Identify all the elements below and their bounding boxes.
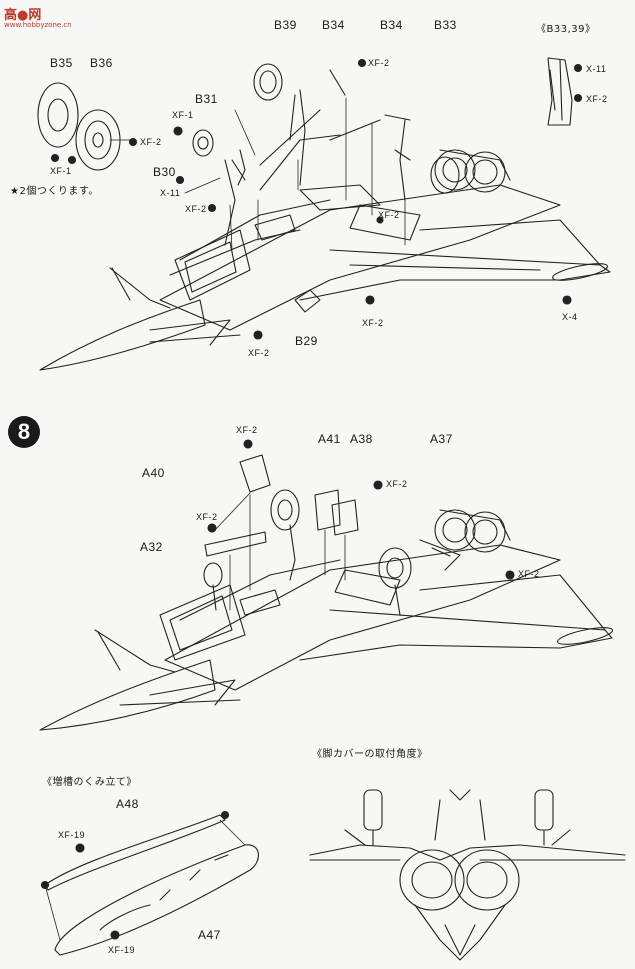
part-label-a32: A32 [140,540,163,554]
screw-label-xf19-top: XF-19 [58,830,86,840]
screw-label-xf2-nose: XF-2 [248,348,270,358]
screw-label-x4: X-4 [562,312,578,322]
detail-b33-39-drawing [547,57,583,126]
part-label-a48: A48 [116,797,139,811]
gear-cover-angle-drawing [309,789,626,961]
screw-label-xf2-b30: XF-2 [185,204,207,214]
screw-label-xf1-b35: XF-1 [50,166,72,176]
part-label-b30: B30 [153,165,176,179]
note-gear-cover-angle: 《脚カバーの取付角度》 [312,749,428,760]
upper-aircraft-drawing [37,58,611,371]
note-detail-b33-39: 《B33,39》 [536,24,596,35]
part-label-b31: B31 [195,92,218,106]
watermark-logo: 高●网 www.hobbyzone.cn [4,4,72,29]
part-label-a38: A38 [350,432,373,446]
screw-label-xf2-a32: XF-2 [196,512,218,522]
screw-label-x11: X-11 [160,188,181,198]
part-label-b33: B33 [434,18,457,32]
screw-label-xf2-a40: XF-2 [236,425,258,435]
detail-screw-xf2: XF-2 [586,94,608,104]
part-label-a41: A41 [318,432,341,446]
screw-label-xf2-a38: XF-2 [386,479,408,489]
step-number-badge: 8 [8,416,40,448]
screw-label-xf1-b31: XF-1 [172,110,194,120]
screw-label-xf2-bay: XF-2 [378,210,400,220]
screw-label-xf2-b34: XF-2 [368,58,390,68]
part-label-a37: A37 [430,432,453,446]
drop-tank-drawing [40,810,259,956]
watermark-title: 高●网 [4,8,42,23]
screw-label-xf2-wheel: XF-2 [140,137,162,147]
part-label-a47: A47 [198,928,221,942]
part-label-b35: B35 [50,56,73,70]
lower-aircraft-drawing [39,439,613,731]
part-label-b34-b: B34 [380,18,403,32]
part-label-a40: A40 [142,466,165,480]
watermark-url: www.hobbyzone.cn [4,21,72,29]
note-two-sets: ★2個つくります。 [10,186,99,197]
note-drop-tank: 《増槽のくみ立て》 [42,777,137,788]
part-label-b36: B36 [90,56,113,70]
part-label-b29: B29 [295,334,318,348]
screw-label-xf2-center: XF-2 [362,318,384,328]
screw-label-xf19-bottom: XF-19 [108,945,136,955]
part-label-b34-a: B34 [322,18,345,32]
part-label-b39: B39 [274,18,297,32]
screw-label-xf2-wing: XF-2 [518,569,540,579]
detail-screw-x11: X-11 [586,64,607,74]
